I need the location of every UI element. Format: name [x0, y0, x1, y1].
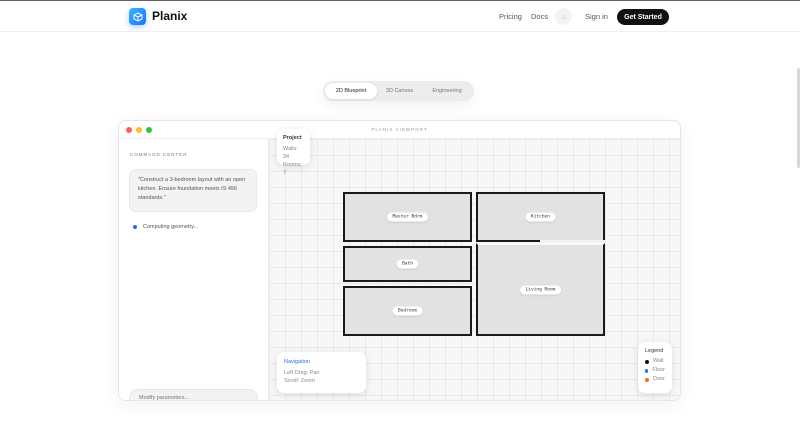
room-master-bdrm[interactable]: Master Bdrm — [343, 192, 472, 242]
room-bath[interactable]: Bath — [343, 246, 472, 282]
sign-in-link[interactable]: Sign in — [585, 12, 608, 21]
navigation-card: Navigation Left Drag: Pan Scroll: Zoom — [277, 352, 366, 393]
legend-item-wall: Wall — [645, 357, 665, 366]
project-card: Project Walls: 34 Rooms: 7 — [277, 129, 310, 176]
tab-engineering[interactable]: Engineering — [432, 88, 462, 94]
room-label: Bath — [396, 259, 419, 269]
nav-hint: Scroll: Zoom — [284, 378, 315, 384]
legend-label: Door — [653, 376, 665, 382]
kitchen-opening — [540, 240, 605, 243]
maximize-dot[interactable] — [146, 127, 152, 133]
sidebar-heading: COMMAND CENTER — [130, 152, 188, 157]
status-dot-icon — [133, 225, 137, 229]
command-sidebar: COMMAND CENTER "Construct a 3-bedroom la… — [119, 139, 269, 400]
tab-3d-canvas[interactable]: 3D Canvas — [385, 88, 414, 94]
legend-label: Floor — [652, 367, 665, 373]
cube-logo-icon[interactable] — [129, 8, 146, 25]
rooms-count: Rooms: 7 — [283, 162, 302, 176]
window-title: PLANIX VIEWPORT — [371, 127, 428, 132]
viewport-window: PLANIX VIEWPORT COMMAND CENTER "Construc… — [118, 120, 681, 401]
navigation-title: Navigation — [284, 359, 310, 365]
room-label: Kitchen — [525, 212, 556, 222]
tab-2d-blueprint[interactable]: 2D Blueprint — [325, 83, 377, 99]
door-dot-icon — [645, 377, 649, 382]
close-dot[interactable] — [126, 127, 132, 133]
view-tabs: 2D Blueprint 3D Canvas Engineering — [323, 81, 474, 101]
sun-icon[interactable]: ☼ — [555, 8, 572, 25]
modify-input[interactable] — [129, 389, 258, 400]
page-scrollbar[interactable] — [797, 68, 800, 168]
get-started-button[interactable]: Get Started — [617, 9, 669, 25]
room-living-room[interactable]: Living Room — [476, 243, 605, 336]
top-border — [0, 0, 800, 1]
title-bar: PLANIX VIEWPORT — [119, 121, 680, 139]
legend-item-floor: Floor — [645, 366, 665, 375]
legend-title: Legend — [645, 348, 664, 354]
brand-name[interactable]: Planix — [152, 9, 188, 23]
top-nav: Planix Pricing Docs ☼ Sign in Get Starte… — [0, 1, 800, 32]
status-text: Computing geometry... — [143, 224, 199, 230]
wall-dot-icon — [645, 359, 649, 364]
legend-card: Legend Wall Floor Door — [638, 342, 672, 393]
room-label: Living Room — [519, 285, 562, 294]
minimize-dot[interactable] — [136, 127, 142, 133]
legend-label: Wall — [653, 358, 664, 364]
status-line: Computing geometry... — [133, 224, 198, 230]
room-label: Master Bdrm — [386, 212, 429, 222]
project-title: Project — [283, 135, 302, 141]
room-label: Bedroom — [392, 306, 423, 316]
room-bedroom[interactable]: Bedroom — [343, 286, 472, 336]
room-kitchen[interactable]: Kitchen — [476, 192, 605, 242]
floor-dot-icon — [645, 368, 649, 373]
prompt-bubble: "Construct a 3-bedroom layout with an op… — [129, 169, 257, 212]
nav-hint: Left Drag: Pan — [284, 370, 320, 376]
nav-docs[interactable]: Docs — [531, 12, 549, 21]
legend-item-door: Door — [645, 375, 665, 384]
nav-pricing[interactable]: Pricing — [499, 12, 522, 21]
walls-count: Walls: 34 — [283, 146, 298, 160]
